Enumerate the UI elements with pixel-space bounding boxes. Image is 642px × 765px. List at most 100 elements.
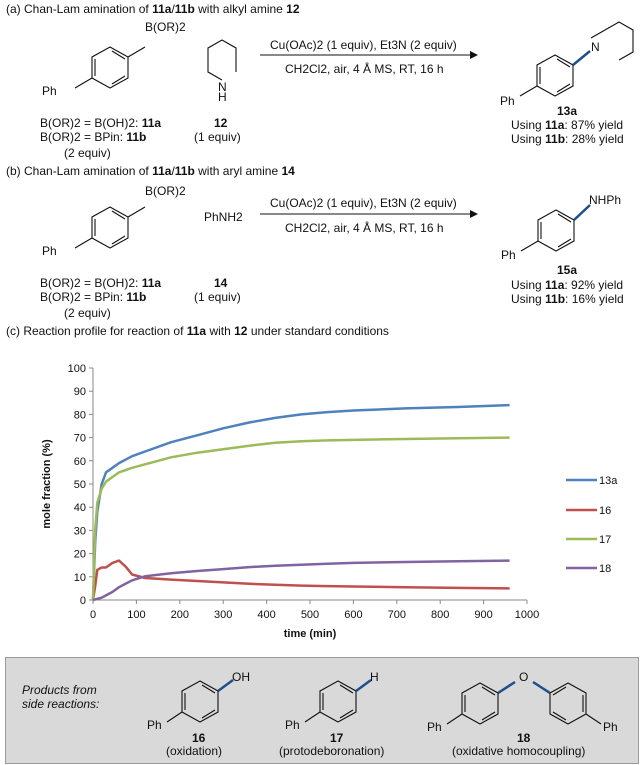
compound-code: 11a: [141, 276, 162, 290]
y-tick-label: 60: [74, 456, 86, 468]
conditions-top: Cu(OAc)2 (1 equiv), Et3N (2 equiv): [270, 38, 457, 52]
compound-code: 11a: [152, 2, 172, 16]
title-text: (a) Chan-Lam amination of: [6, 2, 153, 16]
phenyl-label: Ph: [603, 720, 618, 734]
definition-text: B(OR)2 = B(OH)2:: [40, 116, 142, 130]
slash-text: /: [171, 164, 175, 178]
hydroxyl-label: OH: [232, 670, 250, 684]
y-tick-label: 0: [80, 595, 86, 607]
definition-text: B(OR)2 = BPin:: [40, 130, 127, 144]
section-a-title: (a) Chan-Lam amination of 11a/11b with a…: [6, 2, 300, 16]
oxygen-label: O: [519, 670, 529, 684]
yield-text: : 16% yield: [565, 292, 624, 306]
compound-code: 14: [281, 164, 295, 178]
title-text: (c) Reaction profile for reaction of: [6, 324, 187, 338]
y-tick-label: 20: [74, 549, 86, 561]
y-tick-label: 30: [74, 525, 86, 537]
compound-code: 11b: [545, 292, 566, 306]
boron-definition-1: B(OR)2 = B(OH)2: 11a: [40, 116, 161, 130]
boron-equiv: (2 equiv): [64, 306, 111, 320]
yield-line-2: Using 11b: 28% yield: [511, 132, 624, 146]
benzene-ring: [461, 682, 499, 725]
y-tick-label: 100: [68, 363, 86, 375]
yield-text: Using: [511, 118, 546, 132]
side-product-desc: (oxidation): [166, 744, 223, 758]
compound-code: 12: [286, 2, 300, 16]
slash-text: /: [171, 2, 175, 16]
product-n-label: N: [591, 40, 600, 54]
side-products-heading: side reactions:: [22, 697, 100, 711]
phenyl-label: Ph: [427, 720, 442, 734]
compound-code: 11a: [186, 324, 207, 338]
x-tick-label: 500: [301, 609, 319, 621]
product-code: 13a: [557, 104, 578, 118]
amine-h-label: H: [218, 90, 227, 104]
yield-text: Using: [511, 278, 546, 292]
yield-text: : 92% yield: [564, 278, 624, 292]
phenyl-label: Ph: [147, 718, 162, 732]
yield-line-1: Using 11a: 92% yield: [511, 278, 623, 292]
series-line-18: [92, 559, 510, 602]
product-code: 15a: [557, 263, 578, 277]
title-text: with: [206, 324, 235, 338]
compound-code: 11b: [545, 132, 566, 146]
y-tick-label: 40: [74, 502, 86, 514]
x-tick-label: 700: [388, 609, 406, 621]
side-product-desc: (protodeboronation): [279, 744, 385, 758]
yield-text: Using: [511, 292, 546, 306]
yield-text: : 87% yield: [564, 118, 624, 132]
yield-text: Using: [511, 132, 546, 146]
phenyl-label: Ph: [500, 94, 515, 108]
section-c-title: (c) Reaction profile for reaction of 11a…: [6, 324, 389, 338]
boron-definition-1: B(OR)2 = B(OH)2: 11a: [40, 276, 161, 290]
amine-equiv: (1 equiv): [194, 290, 241, 304]
legend-label-16: 16: [599, 505, 611, 517]
compound-code: 12: [234, 324, 248, 338]
phenyl-label: Ph: [42, 244, 57, 258]
amine-equiv: (1 equiv): [194, 130, 241, 144]
compound-code: 11a: [152, 164, 172, 178]
title-text: with alkyl amine: [194, 2, 287, 16]
product-code: 16: [192, 731, 206, 745]
x-tick-label: 100: [127, 609, 145, 621]
side-products-heading: Products from: [22, 683, 97, 697]
yield-line-2: Using 11b: 16% yield: [511, 292, 624, 306]
definition-text: B(OR)2 = B(OH)2:: [40, 276, 142, 290]
title-text: (b) Chan-Lam amination of: [6, 164, 153, 178]
y-tick-label: 70: [74, 433, 86, 445]
yield-text: : 28% yield: [565, 132, 624, 146]
boron-equiv: (2 equiv): [64, 146, 111, 160]
phenyl-label: Ph: [42, 84, 57, 98]
nhph-label: NHPh: [589, 193, 622, 207]
boron-definition-2: B(OR)2 = BPin: 11b: [40, 290, 146, 304]
compound-code: 11b: [174, 164, 195, 178]
x-tick-label: 600: [344, 609, 362, 621]
series-line-17: [91, 436, 510, 601]
boron-label: B(OR)2: [145, 20, 186, 34]
phenyl-label: Ph: [501, 248, 516, 262]
boron-label: B(OR)2: [145, 184, 186, 198]
conditions-bottom: CH2Cl2, air, 4 Å MS, RT, 16 h: [285, 221, 444, 235]
title-text: with aryl amine: [194, 164, 282, 178]
side-product-desc: (oxidative homocoupling): [452, 744, 586, 758]
benzene-ring: [181, 680, 219, 723]
conditions-bottom: CH2Cl2, air, 4 Å MS, RT, 16 h: [285, 62, 444, 76]
x-tick-label: 800: [431, 609, 449, 621]
compound-code: 11b: [174, 2, 195, 16]
y-tick-label: 10: [74, 572, 86, 584]
x-tick-label: 900: [474, 609, 492, 621]
x-tick-label: 1000: [515, 609, 539, 621]
series-line-13a: [91, 403, 510, 601]
series-line-16: [91, 559, 510, 601]
amine-n-label: N: [218, 80, 227, 94]
product-code: 18: [517, 731, 531, 745]
y-tick-label: 80: [74, 409, 86, 421]
hydrogen-label: H: [370, 670, 379, 684]
